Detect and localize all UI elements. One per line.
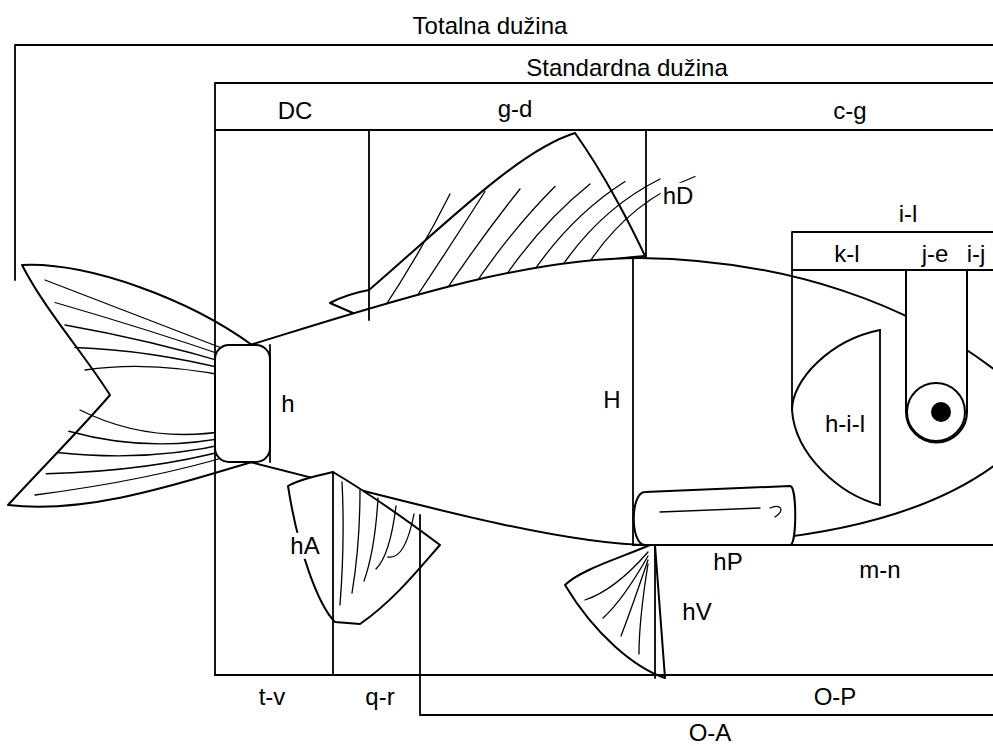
measurement-label: i-j (965, 241, 988, 267)
measurement-label: O-A (687, 720, 734, 746)
eye (907, 383, 965, 441)
fin-ray (80, 410, 232, 435)
anal-fin (288, 472, 440, 624)
measurement-label: h-i-l (823, 411, 867, 437)
measure-line (879, 330, 881, 505)
fin-ray (376, 506, 396, 569)
measure-line (633, 544, 993, 546)
measurement-label: k-l (832, 241, 861, 267)
fin-ray (45, 280, 232, 352)
measure-line (369, 130, 646, 320)
measurement-label: Totalna dužina (411, 13, 570, 39)
pectoral-fin (634, 486, 796, 545)
measure-line (215, 472, 993, 675)
measurement-label: DC (276, 98, 315, 124)
eye-band (906, 270, 967, 442)
measurement-label: g-d (496, 96, 535, 122)
fin-ray (585, 552, 648, 600)
measure-line (792, 232, 993, 410)
standard-length-bracket (215, 83, 993, 675)
fin-ray (590, 177, 695, 262)
measure-line (632, 258, 634, 545)
operculum (792, 330, 880, 505)
fin-ray (85, 366, 232, 377)
fin-ray (340, 482, 343, 605)
measurement-label: hP (711, 549, 744, 575)
measurement-label: hV (680, 599, 713, 625)
fin-ray (639, 564, 648, 654)
measurement-label: h (279, 391, 296, 417)
fin-rays (35, 280, 232, 495)
measurement-label: t-v (257, 684, 288, 710)
measure-line (654, 545, 656, 678)
measurement-label: c-g (831, 98, 868, 124)
measurement-label: m-n (857, 557, 902, 583)
measurement-label: q-r (363, 684, 396, 710)
fin-ray (560, 179, 660, 269)
total-length-bracket (15, 45, 993, 280)
measure-line (420, 515, 993, 715)
measurement-label: hD (661, 183, 696, 209)
fin-ray (352, 490, 360, 593)
measurement-label: H (601, 387, 622, 413)
pupil (932, 403, 950, 421)
caudal-peduncle (215, 345, 270, 462)
fin-ray (388, 514, 414, 557)
fin-ray (46, 449, 232, 474)
measurement-lines (15, 45, 993, 715)
ventral-fin (565, 545, 665, 678)
measurement-label: j-e (920, 241, 951, 267)
fin-rays (340, 482, 414, 605)
measurement-label: hA (288, 533, 321, 559)
measure-line (269, 345, 271, 462)
fin-ray (55, 303, 232, 359)
measurement-label: Standardna dužina (524, 55, 730, 81)
fin-ray (65, 325, 232, 365)
fin-ray (621, 560, 648, 636)
fin-rays (585, 552, 648, 654)
measurement-label: i-l (897, 201, 920, 227)
fin-ray (58, 443, 233, 456)
fin-rays (660, 506, 781, 517)
fin-ray (35, 455, 232, 495)
measurement-label: O-P (812, 684, 859, 710)
